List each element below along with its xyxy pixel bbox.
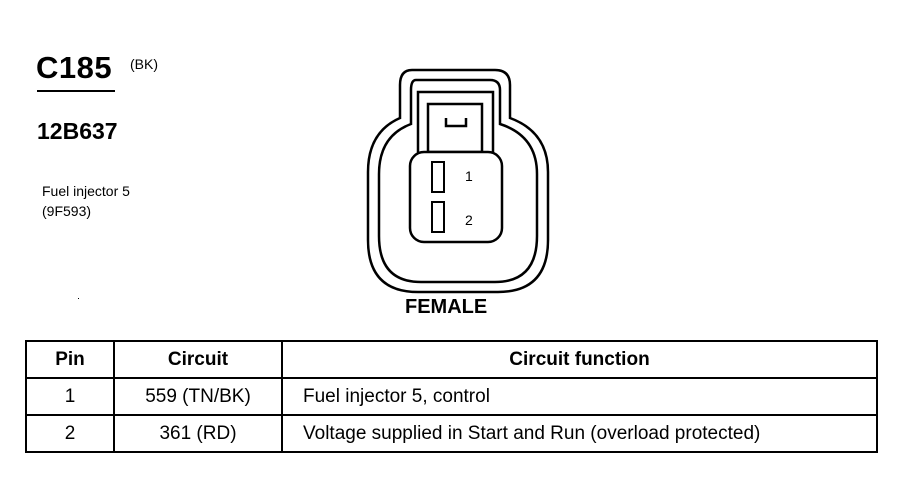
- header-circuit: Circuit: [113, 340, 283, 379]
- pin-number-2: 2: [465, 212, 473, 228]
- row-function: Fuel injector 5, control: [281, 377, 878, 416]
- title-underline: [37, 90, 115, 92]
- pin-face: [408, 150, 504, 244]
- connector-id: C185: [36, 50, 113, 85]
- connector-face-diagram: 1 2: [366, 68, 550, 294]
- table-row: 2 361 (RD) Voltage supplied in Start and…: [25, 414, 878, 453]
- header-circuit-function: Circuit function: [281, 340, 878, 379]
- pin-cavity-2: [431, 201, 445, 233]
- table-row: 1 559 (TN/BK) Fuel injector 5, control: [25, 377, 878, 416]
- row-circuit: 559 (TN/BK): [113, 377, 283, 416]
- connector-outer-shell: [366, 68, 550, 294]
- part-number: 12B637: [37, 118, 118, 144]
- connector-color: (BK): [130, 56, 158, 72]
- row-circuit: 361 (RD): [113, 414, 283, 453]
- stray-dot: [78, 298, 79, 299]
- row-pin: 2: [25, 414, 115, 453]
- header-pin: Pin: [25, 340, 115, 379]
- row-function: Voltage supplied in Start and Run (overl…: [281, 414, 878, 453]
- connector-gender-label: FEMALE: [405, 296, 488, 318]
- locking-tab-notch: [444, 118, 468, 128]
- pin-cavity-1: [431, 161, 445, 193]
- component-code: (9F593): [42, 203, 92, 219]
- component-name: Fuel injector 5: [42, 183, 130, 199]
- table-header-row: Pin Circuit Circuit function: [25, 340, 878, 379]
- row-pin: 1: [25, 377, 115, 416]
- locking-tab-inner: [426, 102, 484, 154]
- pin-number-1: 1: [465, 168, 473, 184]
- connector-inner-shell: [377, 78, 539, 284]
- pinout-table: Pin Circuit Circuit function 1 559 (TN/B…: [25, 340, 878, 453]
